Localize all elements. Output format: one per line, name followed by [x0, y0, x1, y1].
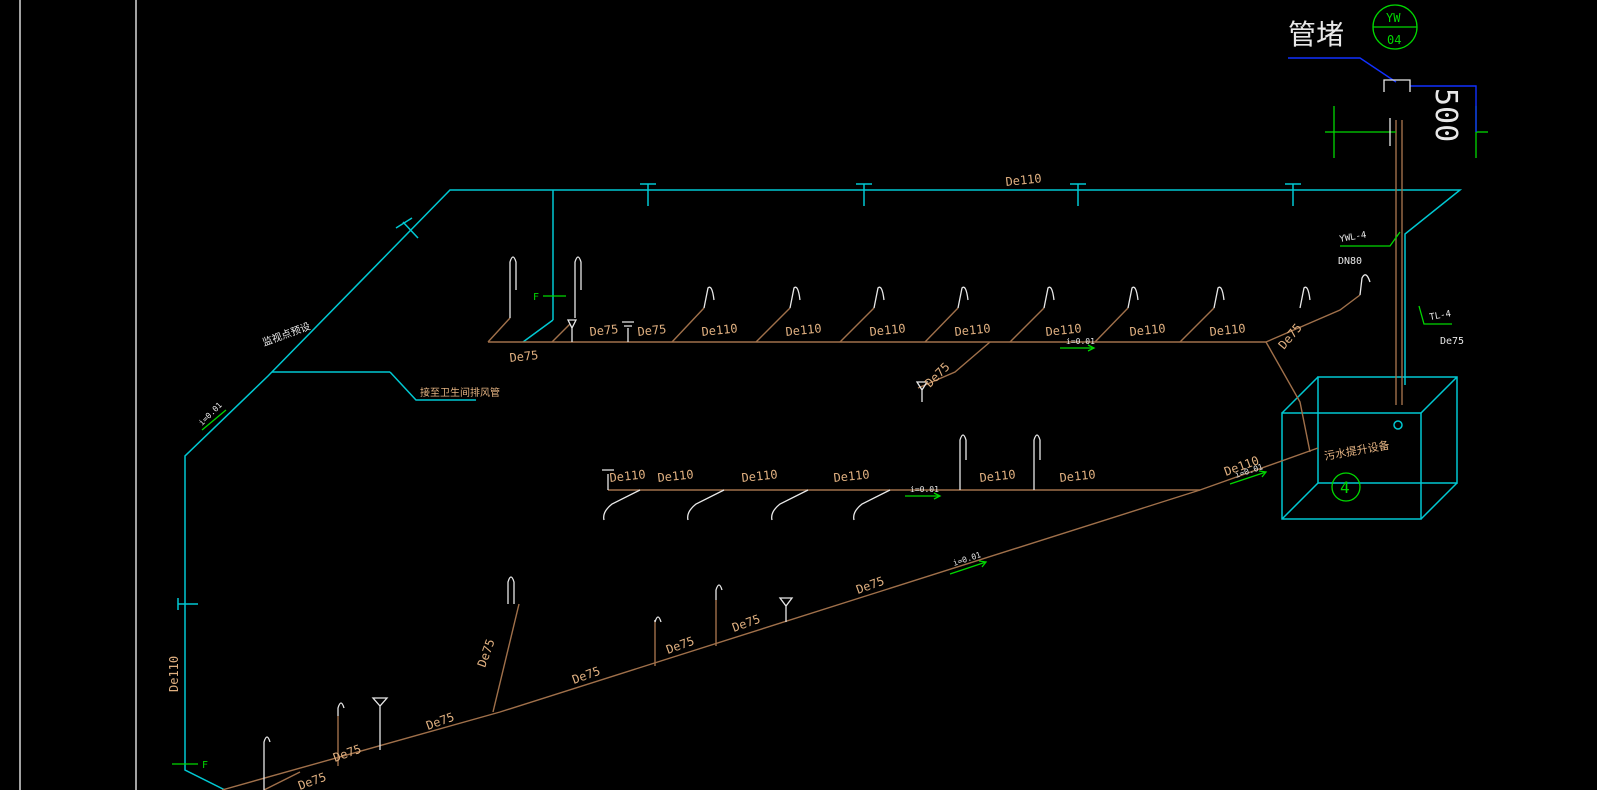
tank-label: 污水提升设备	[1323, 438, 1390, 463]
dimension-label: 500	[1428, 88, 1463, 142]
upper-label: De110	[954, 321, 991, 339]
lower-label: De75	[730, 612, 762, 635]
upper-label: De75	[1276, 321, 1305, 352]
valve-label-upper: F	[533, 292, 539, 303]
fixture-symbols	[263, 256, 1371, 790]
tank-number: 4	[1340, 478, 1350, 497]
dimension-box	[1383, 79, 1411, 146]
upper-label: De75	[509, 348, 539, 365]
middle-branch-labels: De110 De110 De110 De110 De110 De110 De11…	[609, 453, 1261, 485]
middle-label: De110	[609, 467, 646, 485]
lower-label: De75	[854, 574, 886, 597]
vent-branch-note: 接至卫生间排风管	[420, 386, 500, 399]
upper-label: De110	[1209, 321, 1246, 339]
tl-tag: TL-4	[1429, 309, 1452, 323]
lower-label: De75	[296, 770, 328, 790]
ref-bottom: 04	[1387, 33, 1401, 47]
lower-label: De75	[570, 664, 602, 687]
pipe-plug-note: 管堵	[1288, 18, 1344, 51]
middle-label: De110	[741, 467, 778, 485]
ywl-size: DN80	[1338, 256, 1362, 267]
upper-label: De110	[1129, 321, 1166, 339]
vent-cap-note: 监视点预设	[261, 320, 312, 349]
slope-arrows	[172, 4, 1488, 765]
upper-label: De75	[589, 322, 619, 339]
lower-label: De75	[331, 742, 363, 765]
upper-label: De75	[637, 322, 667, 339]
middle-label: De110	[833, 467, 870, 485]
ywl-tag: YWL-4	[1339, 230, 1367, 245]
drawing-frame	[19, 0, 137, 790]
middle-label: De110	[657, 467, 694, 485]
upper-label: De110	[785, 321, 822, 339]
upper-label: De110	[1045, 321, 1082, 339]
vent-left-size: De110	[167, 656, 181, 692]
ref-top: YW	[1386, 11, 1401, 25]
lower-branch-labels: De75 De75 De75 De75 De75 De75 De75 De75	[296, 574, 886, 790]
vent-main-size: De110	[1005, 171, 1042, 189]
vent-pipe-system	[177, 183, 1463, 790]
slope-label-middle: i=0.01	[910, 485, 939, 494]
leader-lines	[1288, 57, 1477, 132]
drain-pipe-system	[221, 120, 1403, 790]
upper-label: De110	[869, 321, 906, 339]
lower-label: De75	[475, 637, 498, 669]
lower-label: De75	[664, 634, 696, 657]
slope-label-upper: i=0.01	[1066, 337, 1095, 346]
middle-label: De110	[1059, 467, 1096, 485]
tl-size: De75	[1440, 336, 1464, 347]
middle-label: De110	[979, 467, 1016, 485]
upper-label: De110	[701, 321, 738, 339]
valve-label-lower: F	[202, 760, 208, 771]
